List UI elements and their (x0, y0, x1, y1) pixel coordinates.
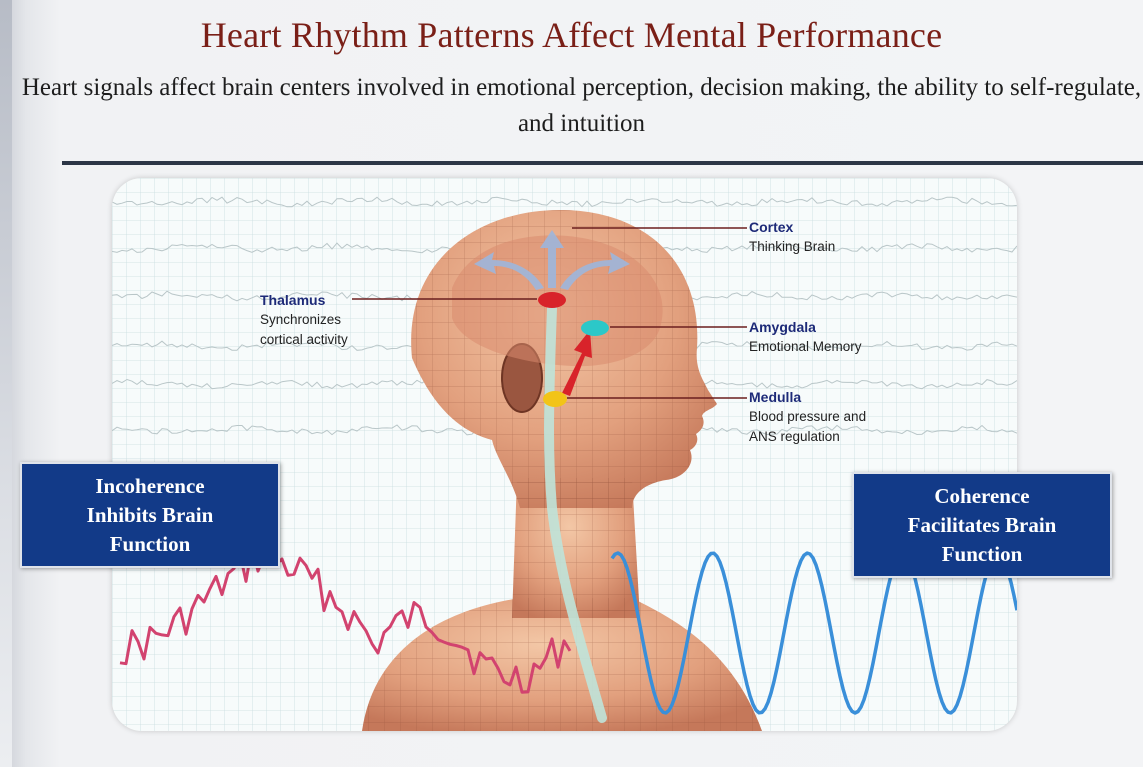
medulla-label: Medulla Blood pressure and ANS regulatio… (749, 387, 866, 447)
amygdala-name: Amygdala (749, 317, 862, 337)
title-divider (62, 161, 1143, 165)
thalamus-label: Thalamus Synchronizes cortical activity (260, 290, 348, 350)
diagram-illustration (112, 178, 1017, 731)
thalamus-dot (538, 292, 566, 308)
amygdala-label: Amygdala Emotional Memory (749, 317, 862, 357)
coherence-box: Coherence Facilitates Brain Function (852, 472, 1112, 578)
slide-title: Heart Rhythm Patterns Affect Mental Perf… (0, 14, 1143, 56)
amygdala-description: Emotional Memory (749, 337, 862, 357)
incoherence-box: Incoherence Inhibits Brain Function (20, 462, 280, 568)
cortex-label: Cortex Thinking Brain (749, 217, 835, 257)
incoherence-line1: Incoherence (22, 472, 278, 501)
medulla-description-line2: ANS regulation (749, 427, 866, 447)
cortex-description: Thinking Brain (749, 237, 835, 257)
thalamus-description-line1: Synchronizes (260, 310, 348, 330)
medulla-description-line1: Blood pressure and (749, 407, 866, 427)
cortex-name: Cortex (749, 217, 835, 237)
coherence-line3: Function (854, 540, 1110, 569)
amygdala-dot (581, 320, 609, 336)
incoherence-line2: Inhibits Brain (22, 501, 278, 530)
diagram-panel (112, 178, 1017, 731)
coherence-line1: Coherence (854, 482, 1110, 511)
medulla-dot (543, 391, 567, 407)
thalamus-description-line2: cortical activity (260, 330, 348, 350)
coherence-line2: Facilitates Brain (854, 511, 1110, 540)
incoherence-line3: Function (22, 530, 278, 559)
neck-mesh (512, 478, 640, 618)
left-edge-strip (0, 0, 12, 767)
medulla-name: Medulla (749, 387, 866, 407)
thalamus-name: Thalamus (260, 290, 348, 310)
slide-subtitle: Heart signals affect brain centers invol… (20, 70, 1143, 142)
